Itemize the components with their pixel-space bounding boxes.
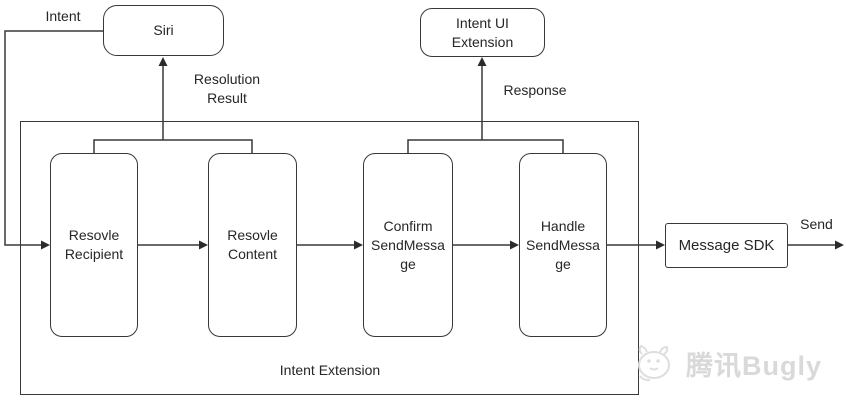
node-intent-ui-extension: Intent UI Extension <box>420 8 545 57</box>
node-siri: Siri <box>103 5 224 56</box>
node-confirm-sendmessage: Confirm SendMessa ge <box>363 153 453 337</box>
arrowhead-into-message-sdk <box>656 240 665 250</box>
node-message-sdk: Message SDK <box>665 223 788 268</box>
edge-label-response: Response <box>503 82 567 98</box>
edge-label-intent: Intent <box>45 8 81 24</box>
arrowhead-send <box>835 240 844 250</box>
edge-label-resolution-result: Resolution Result <box>193 71 261 106</box>
node-handle-sendmessage: Handle SendMessa ge <box>519 153 607 337</box>
node-resolve-recipient: Resovle Recipient <box>50 153 138 337</box>
watermark-text: 腾讯Bugly <box>686 350 823 381</box>
node-resolve-content: Resovle Content <box>208 153 297 337</box>
intent-extension-container <box>20 121 639 395</box>
arrowhead-into-siri <box>158 57 168 66</box>
container-label-intent-extension: Intent Extension <box>279 362 381 378</box>
mascot-icon <box>638 344 670 382</box>
edge-label-send: Send <box>800 216 833 232</box>
watermark-logo: 腾讯Bugly <box>636 340 822 386</box>
arrowhead-into-intent-ui-extension <box>477 57 487 66</box>
